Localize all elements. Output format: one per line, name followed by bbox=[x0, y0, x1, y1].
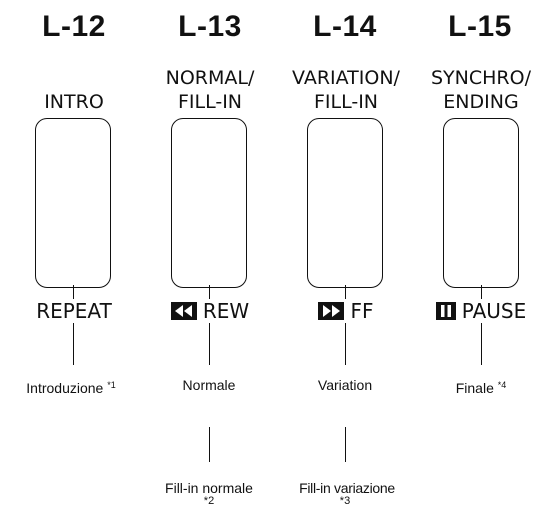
normal-fillin-label: NORMAL/ FILL-IN bbox=[165, 67, 255, 113]
normal-fillin-description: Fill-in normale bbox=[165, 480, 253, 496]
intro-button bbox=[35, 118, 111, 288]
ending-leader-line bbox=[481, 285, 482, 365]
variation-fillin-button bbox=[307, 118, 383, 288]
rew-label: REW bbox=[130, 298, 290, 324]
repeat-label: REPEAT bbox=[0, 298, 154, 324]
ending-note: *4 bbox=[497, 380, 507, 390]
variation-leader-line bbox=[345, 285, 346, 365]
normal-leader-line bbox=[209, 285, 210, 365]
intro-note: *1 bbox=[107, 380, 116, 390]
pause-label: PAUSE bbox=[401, 298, 546, 324]
key-code-l14: L-14 bbox=[313, 10, 377, 43]
fast-forward-icon bbox=[318, 302, 345, 320]
variation-fillin-label: VARIATION/ FILL-IN bbox=[292, 67, 400, 113]
key-code-l13: L-13 bbox=[178, 10, 242, 43]
variation-fillin-leader-line bbox=[345, 427, 346, 462]
rew-text: REW bbox=[202, 299, 250, 323]
ff-label: FF bbox=[266, 298, 426, 324]
key-code-l15: L-15 bbox=[448, 10, 512, 43]
ending-description-text: Finale bbox=[455, 380, 494, 396]
intro-description-text: Introduzione bbox=[26, 380, 104, 396]
intro-leader-line bbox=[73, 285, 74, 365]
synchro-ending-label: SYNCHRO/ ENDING bbox=[431, 67, 531, 113]
ending-description: Finale *4 bbox=[396, 377, 546, 396]
normal-fillin-button bbox=[171, 118, 247, 288]
intro-description: Introduzione *1 bbox=[0, 377, 156, 396]
pause-text: PAUSE bbox=[461, 299, 527, 323]
repeat-text: REPEAT bbox=[35, 299, 113, 323]
rewind-icon bbox=[170, 302, 197, 320]
variation-fillin-note: *3 bbox=[339, 495, 351, 507]
synchro-ending-button bbox=[443, 118, 519, 288]
normal-description: Normale bbox=[182, 377, 236, 393]
key-code-l12: L-12 bbox=[42, 10, 106, 43]
variation-fillin-description: Fill-in variazione bbox=[299, 480, 395, 496]
normal-fillin-note: *2 bbox=[203, 495, 215, 507]
intro-label: INTRO bbox=[44, 91, 104, 113]
normal-fillin-leader-line bbox=[209, 427, 210, 462]
ff-text: FF bbox=[350, 299, 374, 323]
pause-icon bbox=[435, 302, 456, 320]
variation-description: Variation bbox=[317, 377, 373, 393]
